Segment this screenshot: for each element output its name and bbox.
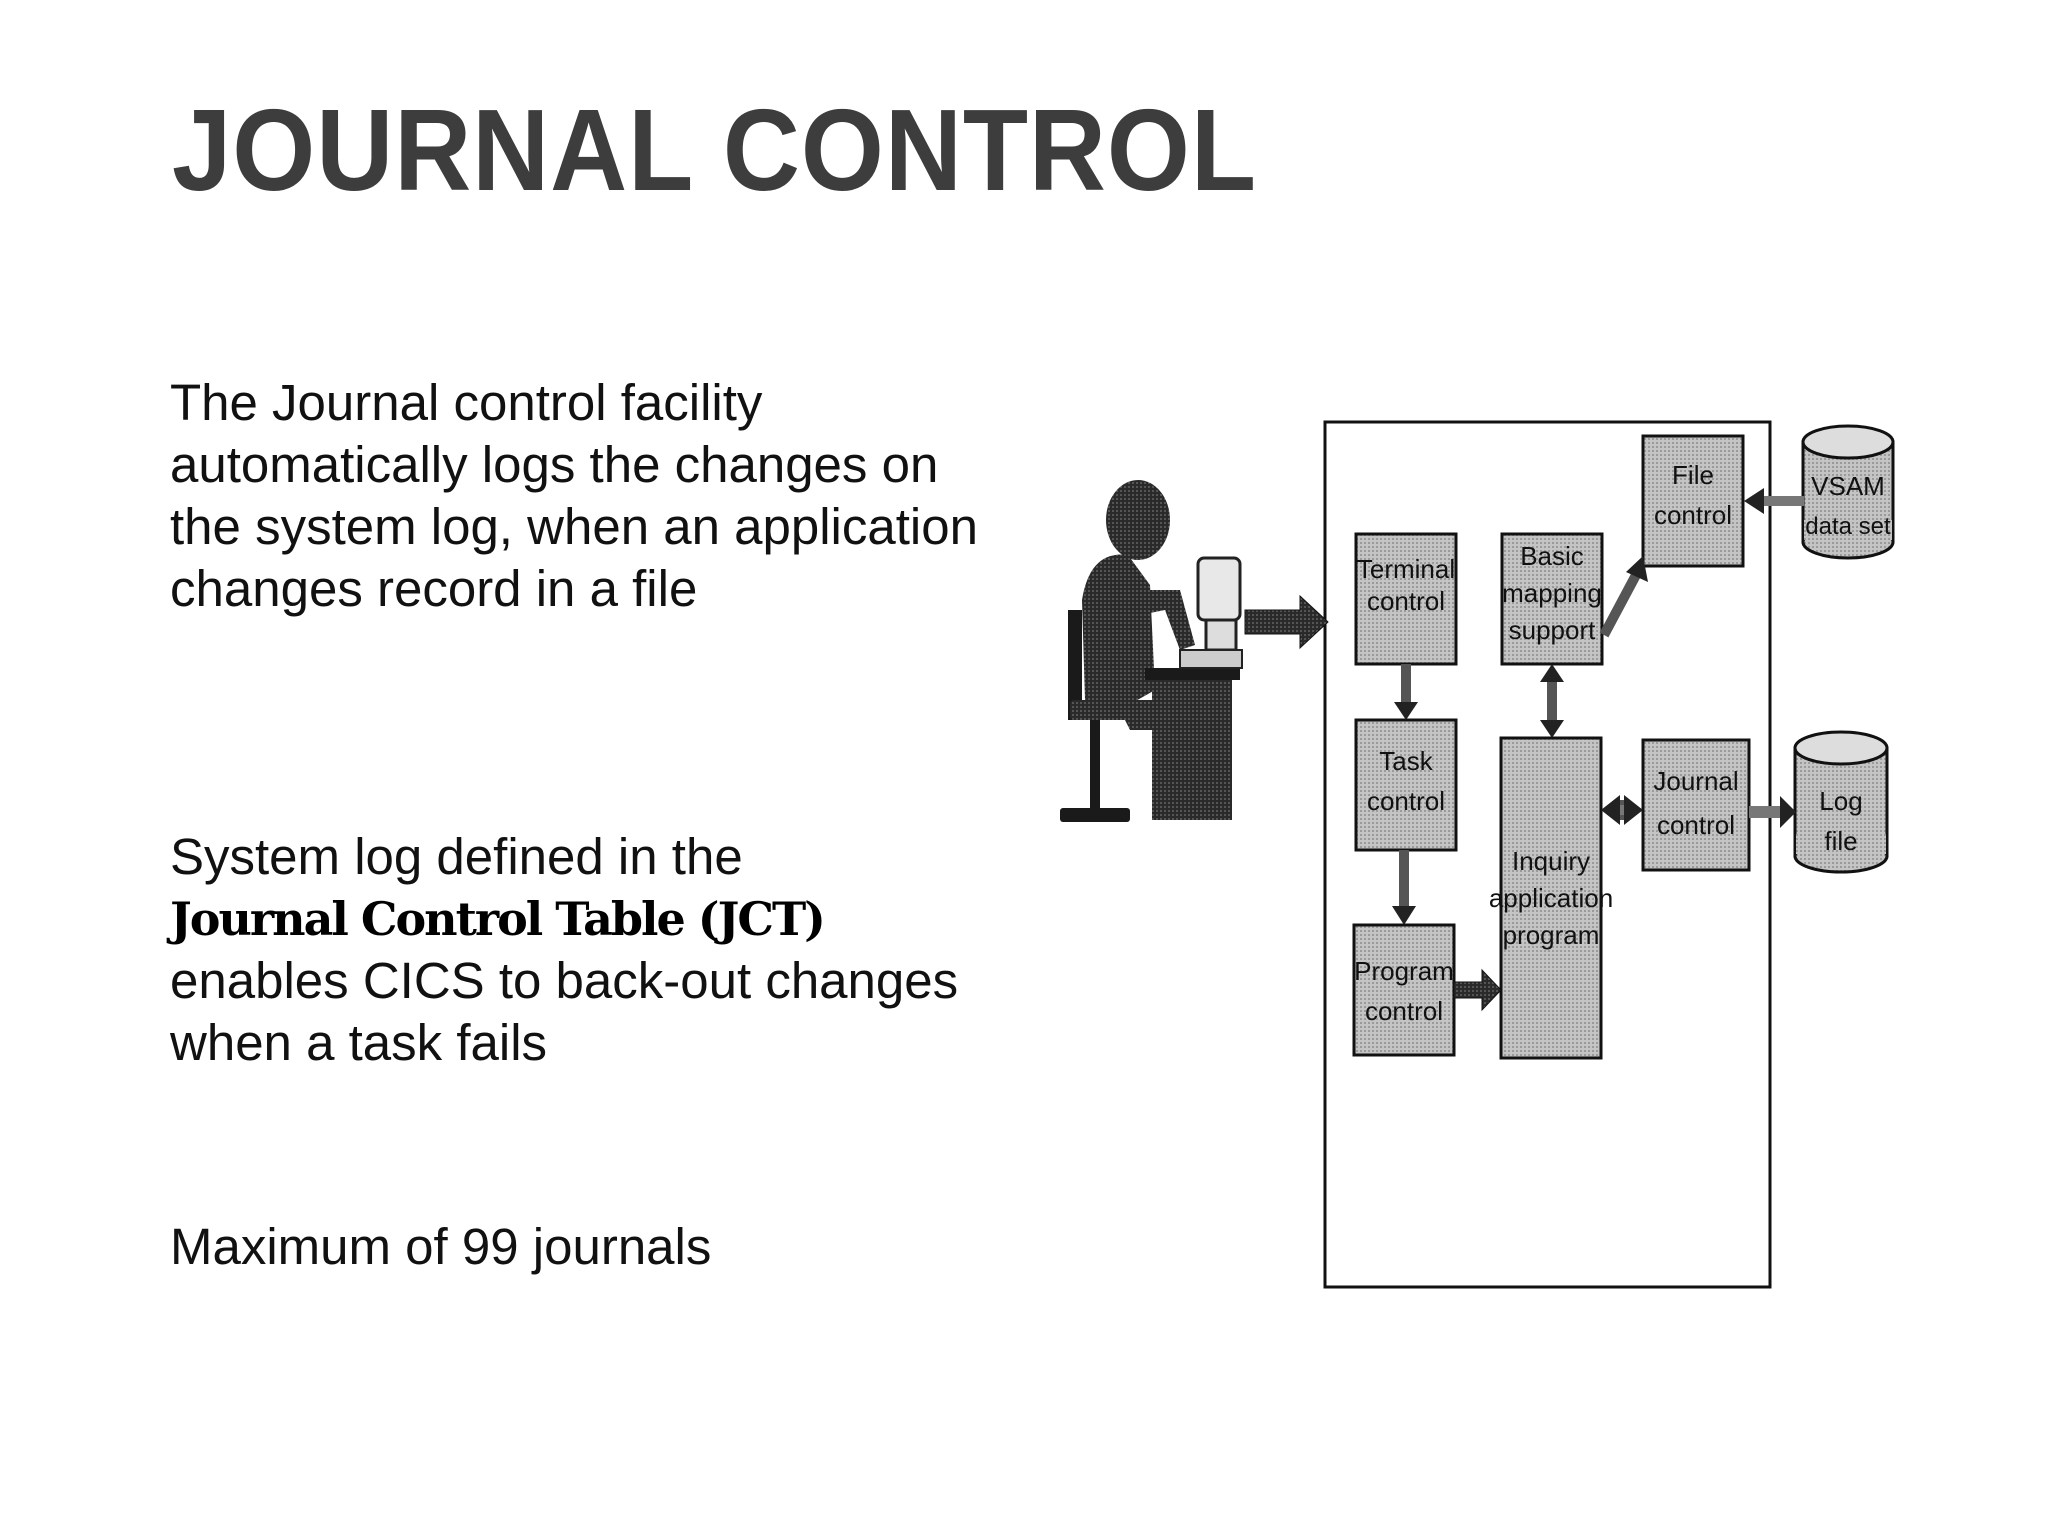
log-file-label-1: Log [1819,786,1862,816]
user-at-terminal-icon [1060,480,1243,822]
terminal-control-label-1: Terminal [1357,554,1455,584]
task-control-label-2: control [1367,786,1445,816]
terminal-control-label-2: control [1367,586,1445,616]
inquiry-application-program-box: Inquiry application program [1489,736,1613,1060]
journal-control-label-2: control [1657,810,1735,840]
file-control-label-1: File [1672,460,1714,490]
inquiry-label-3: program [1503,920,1600,950]
vsam-label-1: VSAM [1811,471,1885,501]
paragraph-journal-facility: The Journal control facility automatical… [170,374,978,617]
arrow-inquiry-journal-bidirectional [1601,795,1643,825]
arrow-journal-to-log-file [1749,796,1796,828]
basic-mapping-support-box: Basic mapping support [1500,532,1604,666]
arrow-task-to-program-control [1392,850,1416,925]
bms-label-2: mapping [1502,578,1602,608]
inquiry-label-2: application [1489,883,1613,913]
task-control-box: Task control [1354,718,1458,852]
jct-term: Journal Control Table (JCT) [170,892,826,946]
arrow-vsam-to-file-control [1744,488,1804,514]
task-control-label-1: Task [1379,746,1433,776]
vsam-data-set-cylinder: VSAM data set [1801,424,1895,560]
log-file-label-2: file [1824,826,1857,856]
arrow-terminal-to-task-control [1394,664,1418,720]
journal-control-label-1: Journal [1653,766,1738,796]
file-control-box: File control [1641,434,1745,568]
slide-title: JOURNAL CONTROL [172,85,1257,215]
program-control-box: Program control [1352,923,1456,1057]
program-control-label-2: control [1365,996,1443,1026]
program-control-label-1: Program [1354,956,1454,986]
system-log-intro: System log defined in the [170,828,743,885]
bms-label-1: Basic [1520,541,1584,571]
inquiry-label-1: Inquiry [1512,846,1590,876]
arrow-bms-to-file-control [1599,556,1648,638]
arrow-terminal-to-terminal-control [1244,594,1329,650]
file-control-label-2: control [1654,500,1732,530]
cics-journal-diagram: Terminal control Task control Program co… [1060,420,1895,1289]
terminal-control-box: Terminal control [1354,532,1458,666]
arrow-bms-inquiry-bidirectional [1540,664,1564,738]
log-file-cylinder: Log file [1793,730,1889,874]
system-log-detail: enables CICS to back-out changes when a … [170,952,959,1071]
paragraph-system-log: System log defined in the Journal Contro… [170,826,990,1074]
arrow-program-to-inquiry [1453,968,1502,1012]
journal-control-box: Journal control [1641,738,1751,872]
bms-label-3: support [1509,615,1596,645]
vsam-label-2: data set [1805,513,1891,540]
paragraph-max-journals: Maximum of 99 journals [170,1218,712,1275]
